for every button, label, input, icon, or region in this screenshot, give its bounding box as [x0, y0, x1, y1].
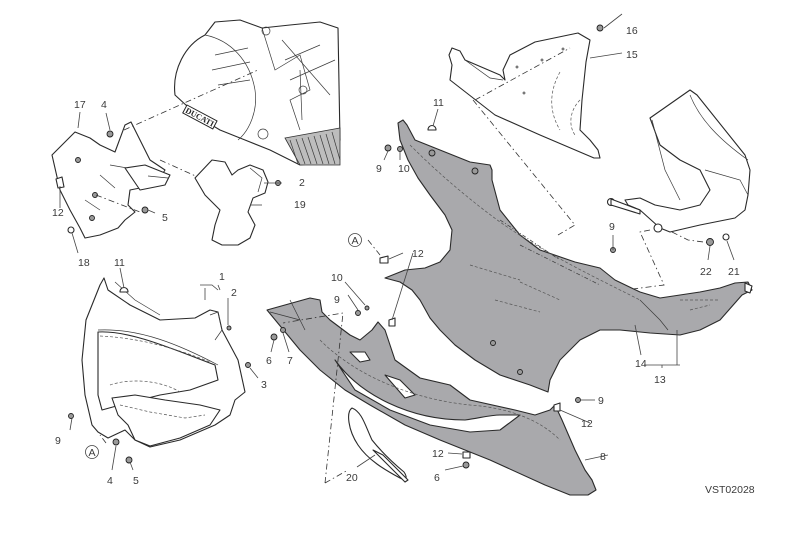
fastener-3: [245, 362, 251, 368]
part-17-side-cover: [51, 121, 171, 239]
callout-12: 12: [412, 248, 424, 260]
fasteners: [55, 24, 730, 469]
callout-2: 2: [299, 177, 305, 189]
callout-7: 7: [287, 355, 293, 367]
callout-8: 8: [600, 451, 606, 463]
assembly-line: [624, 229, 665, 291]
engine-block: DUCATI: [174, 19, 341, 166]
fastener-12c: [388, 317, 396, 327]
fastener-11b: [119, 286, 129, 293]
callout-22: 22: [700, 266, 712, 278]
callout-12: 12: [432, 448, 444, 460]
callout-20: 20: [346, 472, 358, 484]
reference-marker-a-lower-text: A: [88, 447, 95, 459]
fastener-6a: [270, 333, 278, 341]
callout-9: 9: [55, 435, 61, 447]
fastener-12a: [55, 176, 65, 189]
drawing-code: VST02028: [705, 484, 755, 496]
callout-18: 18: [78, 257, 90, 269]
reference-marker-a-lower: A: [85, 434, 107, 459]
callout-13: 13: [654, 374, 666, 386]
reference-marker-a-upper-text: A: [351, 235, 358, 247]
assembly-line: [282, 312, 349, 484]
callout-5: 5: [133, 475, 139, 487]
fastener-2b: [226, 325, 232, 331]
callout-11: 11: [433, 97, 444, 109]
callout-10: 10: [331, 272, 343, 284]
reference-marker-a-upper: A: [348, 233, 381, 256]
callout-11: 11: [114, 257, 125, 269]
fastener-10a: [364, 305, 370, 311]
callout-12: 12: [581, 418, 593, 430]
assembly-line: [474, 47, 571, 101]
front-subframe: [606, 89, 751, 233]
callout-21: 21: [728, 266, 740, 278]
part-13-main-side-fairing: [384, 119, 753, 393]
fastener-12d: [553, 402, 561, 412]
fastener-18: [67, 226, 75, 234]
callout-14: 14: [635, 358, 647, 370]
callout-15: 15: [626, 49, 638, 61]
fastener-9c: [384, 144, 392, 152]
callout-16: 16: [626, 25, 638, 37]
fastener-7: [280, 327, 286, 333]
fastener-21: [722, 233, 730, 241]
callout-9: 9: [376, 163, 382, 175]
assembly-line: [95, 194, 141, 213]
callout-10: 10: [398, 163, 410, 175]
part-20-seal: [348, 407, 409, 483]
callout-17: 17: [74, 99, 86, 111]
part-19-heat-shield: [194, 159, 269, 246]
part-8-lower-fairing: [266, 297, 597, 496]
callout-12: 12: [52, 207, 64, 219]
fastener-4a: [106, 130, 114, 138]
fastener-5b: [125, 456, 133, 464]
part-15-inner-panel: [448, 32, 601, 159]
callout-5: 5: [162, 212, 168, 224]
fastener-6b: [462, 461, 470, 469]
callout-9: 9: [609, 221, 615, 233]
assembly-line: [123, 69, 259, 131]
callout-2: 2: [231, 287, 237, 299]
callout-6: 6: [434, 472, 440, 484]
callout-4: 4: [101, 99, 107, 111]
reference-arrow: [99, 434, 107, 444]
fastener-10b: [397, 146, 403, 152]
callout-6: 6: [266, 355, 272, 367]
callout-9: 9: [334, 294, 340, 306]
callout-9: 9: [598, 395, 604, 407]
callout-3: 3: [261, 379, 267, 391]
fastener-9a: [68, 413, 74, 419]
fastener-12e: [462, 451, 471, 459]
leader-lines: [59, 13, 735, 471]
fastener-9e: [575, 397, 581, 403]
fastener-12b: [379, 255, 389, 264]
fastener-5a: [141, 206, 149, 214]
fastener-4b: [112, 438, 120, 446]
part-1-lower-left-fairing: [81, 277, 246, 448]
callout-labels: 17 4 12 5 18 2 19 11 1 2 3 9 4 5 6 7 9 1…: [52, 25, 740, 487]
fastener-16: [596, 24, 604, 32]
fastener-9b: [355, 310, 361, 316]
fastener-11a: [427, 124, 437, 131]
fastener-22: [706, 238, 714, 246]
assembly-line: [671, 231, 712, 244]
callout-19: 19: [294, 199, 306, 211]
callout-4: 4: [107, 475, 113, 487]
oil-cooler-hatch: [284, 127, 341, 166]
callout-1: 1: [219, 271, 225, 283]
reference-arrow: [367, 239, 381, 256]
